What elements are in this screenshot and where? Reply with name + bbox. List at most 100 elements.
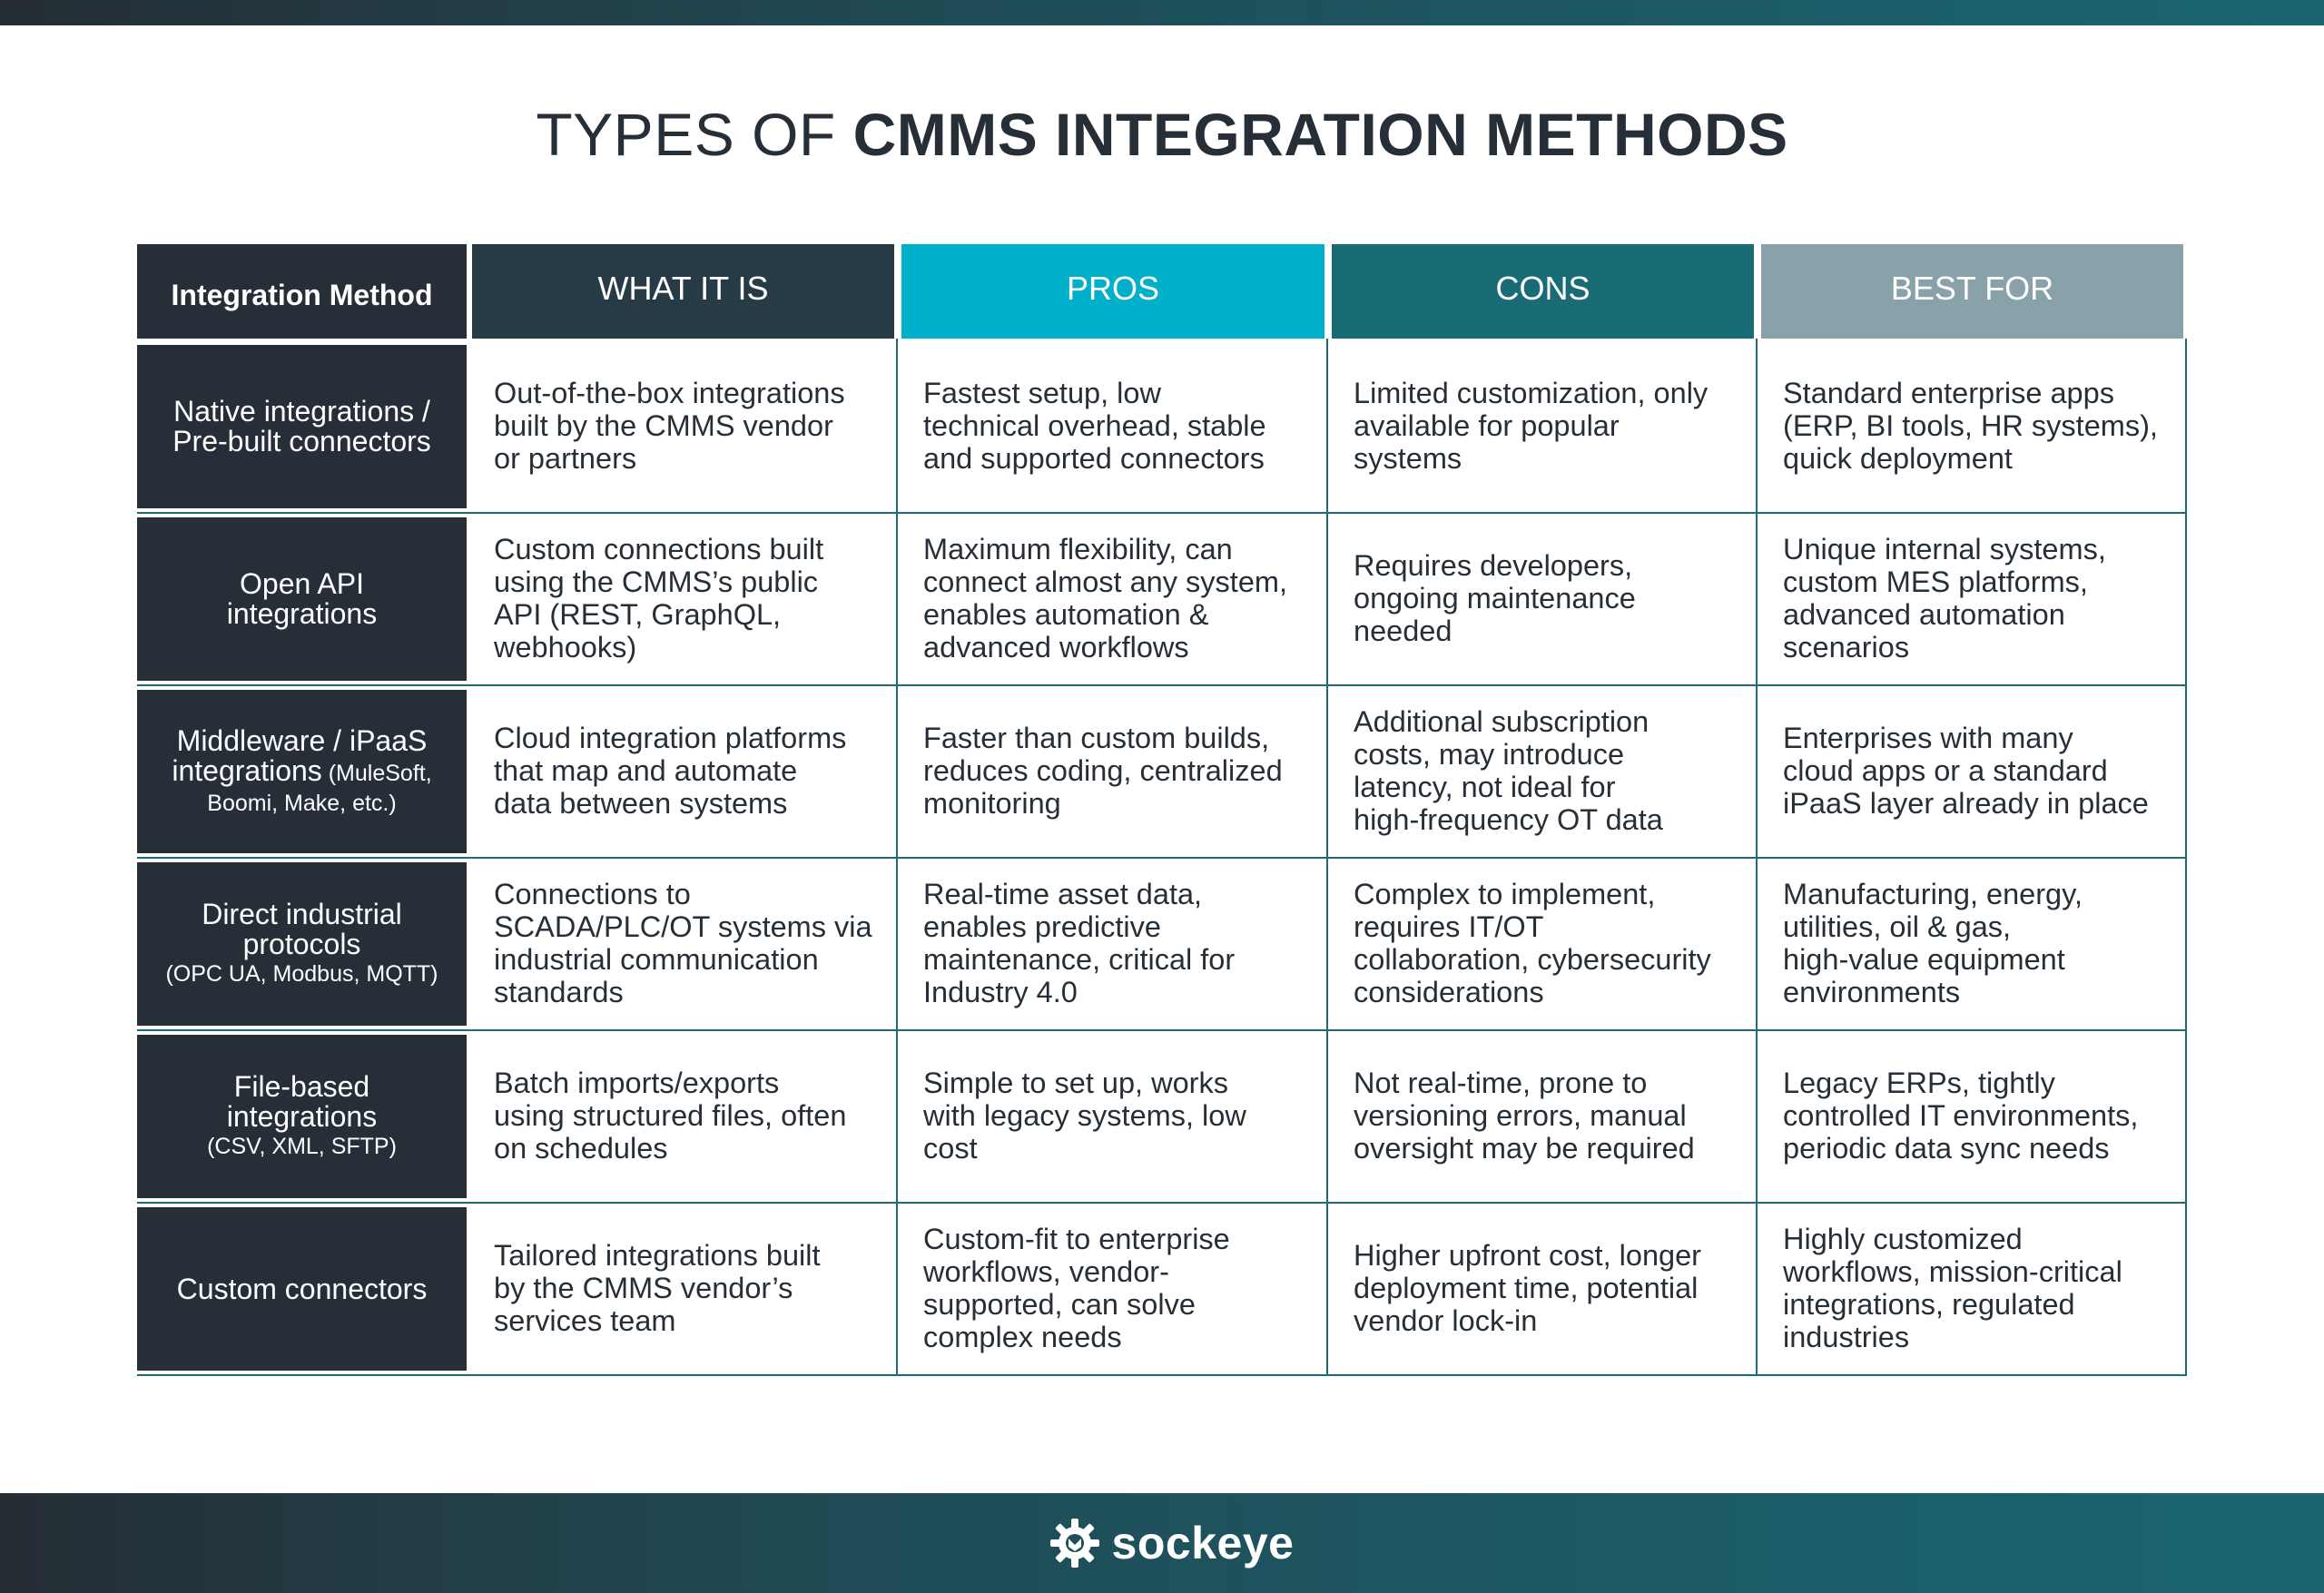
pros-line: cost (923, 1132, 978, 1165)
best-cell: Standard enterprise apps(ERP, BI tools, … (1761, 339, 2183, 512)
best-line: industries (1783, 1321, 1910, 1353)
pros-line: Industry 4.0 (923, 976, 1078, 1008)
cons-line: considerations (1354, 976, 1544, 1008)
brand-name: sockeye (1111, 1518, 1295, 1568)
best-line: iPaaS layer already in place (1783, 787, 2149, 820)
pros-line: Fastest setup, low (923, 377, 1161, 409)
best-line: quick deployment (1783, 442, 2013, 475)
title-bold: CMMS INTEGRATION METHODS (852, 101, 1788, 168)
column-divider (2185, 339, 2187, 1376)
method-name-line: integrations (226, 1100, 378, 1133)
cons-line: Additional subscription (1354, 705, 1649, 738)
cons-line: collaboration, cybersecurity (1354, 943, 1711, 976)
row-divider (137, 684, 2187, 686)
pros-line: technical overhead, stable (923, 409, 1266, 442)
cons-line: versioning errors, manual (1354, 1099, 1687, 1132)
row-divider (137, 512, 2187, 514)
method-note: (CSV, XML, SFTP) (207, 1134, 397, 1159)
cons-line: costs, may introduce (1354, 738, 1625, 771)
pros-line: and supported connectors (923, 442, 1265, 475)
best-line: Unique internal systems, (1783, 533, 2106, 565)
header-integration-method: Integration Method (137, 244, 467, 339)
pros-line: monitoring (923, 787, 1061, 820)
best-line: scenarios (1783, 631, 1910, 664)
cons-line: deployment time, potential (1354, 1272, 1699, 1304)
cons-line: oversight may be required (1354, 1132, 1695, 1165)
best-line: Standard enterprise apps (1783, 377, 2114, 409)
pros-line: workflows, vendor- (923, 1255, 1169, 1288)
method-name-line: Pre-built connectors (172, 425, 431, 457)
method-inline-note: (MuleSoft, (321, 760, 432, 786)
what-line: SCADA/PLC/OT systems via (494, 910, 872, 943)
what-line: Connections to (494, 878, 691, 910)
what-line: by the CMMS vendor’s (494, 1272, 793, 1304)
pros-line: connect almost any system, (923, 565, 1287, 598)
what-line: Out-of-the-box integrations (494, 377, 845, 409)
what-line: on schedules (494, 1132, 668, 1165)
pros-line: advanced workflows (923, 631, 1189, 664)
top-band (0, 0, 2324, 25)
what-line: webhooks) (494, 631, 637, 664)
cons-line: requires IT/OT (1354, 910, 1544, 943)
best-text: Standard enterprise apps(ERP, BI tools, … (1783, 377, 2158, 475)
best-cell: Manufacturing, energy,utilities, oil & g… (1761, 857, 2183, 1029)
cons-line: Limited customization, only (1354, 377, 1709, 409)
method-cell: Native integrations /Pre-built connector… (137, 345, 467, 508)
what-line: using the CMMS’s public (494, 565, 819, 598)
cons-line: Requires developers, (1354, 549, 1633, 582)
what-line: data between systems (494, 787, 788, 820)
cons-line: latency, not ideal for (1354, 771, 1616, 803)
what-line: that map and automate (494, 754, 798, 787)
best-line: environments (1783, 976, 1961, 1008)
pros-cell: Faster than custom builds,reduces coding… (901, 684, 1324, 857)
gear-icon (1049, 1519, 1099, 1568)
row-divider (137, 857, 2187, 859)
cons-line: available for popular (1354, 409, 1620, 442)
cons-line: Complex to implement, (1354, 878, 1656, 910)
header-cons: CONS (1332, 244, 1754, 339)
row-divider (137, 1029, 2187, 1031)
method-name-line: Middleware / iPaaS (176, 723, 428, 757)
column-divider (1326, 339, 1328, 1376)
what-line: Custom connections built (494, 533, 824, 565)
pros-line: with legacy systems, low (923, 1099, 1246, 1132)
cons-line: ongoing maintenance (1354, 582, 1636, 615)
integration-methods-table: Integration Method WHAT IT IS PROS CONS … (137, 244, 2187, 1379)
best-line: Highly customized (1783, 1223, 2023, 1255)
pros-line: enables predictive (923, 910, 1161, 943)
pros-line: Simple to set up, works (923, 1067, 1228, 1099)
best-line: Manufacturing, energy, (1783, 878, 2083, 910)
what-line: or partners (494, 442, 637, 475)
pros-line: supported, can solve (923, 1288, 1196, 1321)
pros-line: maintenance, critical for (923, 943, 1236, 976)
what-line: services team (494, 1304, 676, 1337)
best-line: utilities, oil & gas, (1783, 910, 2012, 943)
